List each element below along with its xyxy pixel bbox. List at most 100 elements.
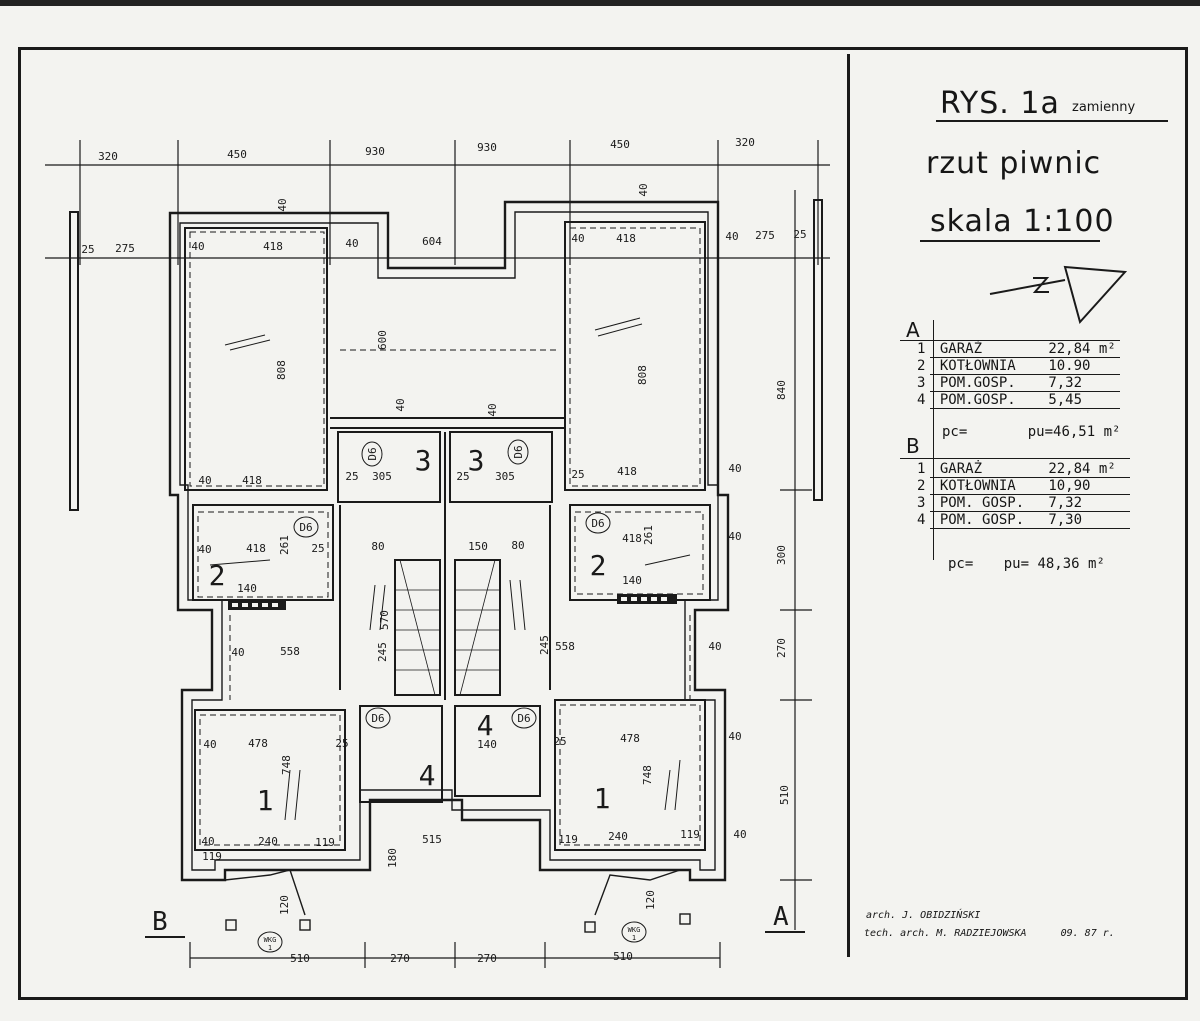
room-area: 22,84 m² bbox=[1048, 341, 1116, 357]
room-number: 1 bbox=[257, 784, 274, 817]
dim-right: 270 bbox=[775, 638, 788, 658]
dim-top: 930 bbox=[477, 141, 497, 154]
table-rule bbox=[900, 340, 1120, 341]
drawing-name: rzut piwnic bbox=[926, 146, 1102, 181]
dim: 240 bbox=[258, 835, 278, 848]
drawing-scale: skala 1:100 bbox=[930, 204, 1115, 239]
room-name: GARAŻ bbox=[939, 341, 983, 357]
dim: 40 bbox=[708, 640, 721, 653]
dim: 40 bbox=[201, 835, 214, 848]
dim: 478 bbox=[620, 732, 640, 745]
door-tag: D6 bbox=[591, 517, 604, 530]
room-number: 1 bbox=[917, 461, 926, 477]
dim: 418 bbox=[246, 542, 266, 555]
dim: 40 bbox=[728, 730, 741, 743]
pu-value: pu= 48,36 m² bbox=[1003, 556, 1105, 572]
room-area: 10,90 bbox=[1048, 478, 1091, 494]
dim: 119 bbox=[202, 850, 222, 863]
room-number: 1 bbox=[594, 782, 611, 815]
room-number: 2 bbox=[917, 478, 926, 494]
room-name: POM. GOSP. bbox=[939, 495, 1025, 511]
table-rule bbox=[930, 494, 1130, 495]
section-a-label: A bbox=[906, 318, 920, 342]
room-area: 7,32 bbox=[1048, 495, 1083, 511]
dim: 418 bbox=[616, 232, 636, 245]
author-line: arch. J. OBIDZIŃSKI bbox=[866, 910, 980, 921]
dim: 40 bbox=[728, 462, 741, 475]
dim: 25 bbox=[311, 542, 324, 555]
room-number: 2 bbox=[209, 559, 226, 592]
room-row: 3 POM.GOSP. 7,32 bbox=[917, 375, 1082, 391]
dim-bottom: 510 bbox=[613, 950, 633, 963]
dim: 305 bbox=[372, 470, 392, 483]
dim: 119 bbox=[315, 836, 335, 849]
dim: 120 bbox=[644, 890, 657, 910]
room-number: 3 bbox=[415, 444, 432, 477]
wkg-number: 1 bbox=[268, 944, 272, 952]
room-row: 2 KOTŁOWNIA 10.90 bbox=[917, 358, 1090, 374]
table-rule bbox=[930, 391, 1120, 392]
wkg-tag: WKG bbox=[628, 926, 641, 934]
dim: 140 bbox=[622, 574, 642, 587]
door-tag: D6 bbox=[366, 447, 379, 460]
dim: 600 bbox=[376, 330, 389, 350]
dim: 808 bbox=[275, 360, 288, 380]
room-name: POM.GOSP. bbox=[939, 375, 1016, 391]
room-number: 4 bbox=[917, 392, 926, 408]
dim: 245 bbox=[538, 635, 551, 655]
room-area: 5,45 bbox=[1048, 392, 1083, 408]
tech-author-line: tech. arch. M. RADZIEJOWSKA 09. 87 r. bbox=[864, 928, 1115, 939]
room-number: 3 bbox=[917, 495, 926, 511]
dim-top: 930 bbox=[365, 145, 385, 158]
dim: 40 bbox=[733, 828, 746, 841]
door-tag: D6 bbox=[512, 445, 525, 458]
dim: 570 bbox=[378, 610, 391, 630]
dim: 305 bbox=[495, 470, 515, 483]
dim-bottom: 270 bbox=[477, 952, 497, 965]
title-underline bbox=[936, 120, 1168, 122]
dim: 748 bbox=[280, 755, 293, 775]
dim-bottom: 510 bbox=[290, 952, 310, 965]
dim: 80 bbox=[371, 540, 384, 553]
section-label-b: B bbox=[152, 907, 168, 937]
dim: 240 bbox=[608, 830, 628, 843]
dim: 140 bbox=[237, 582, 257, 595]
room-area: 22,84 m² bbox=[1048, 461, 1116, 477]
room-row: 3 POM. GOSP. 7,32 bbox=[917, 495, 1082, 511]
dim: 558 bbox=[280, 645, 300, 658]
author-name: arch. J. OBIDZIŃSKI bbox=[866, 910, 981, 921]
room-number: 4 bbox=[917, 512, 926, 528]
room-row: 2 KOTŁOWNIA 10,90 bbox=[917, 478, 1090, 494]
dim: 558 bbox=[555, 640, 575, 653]
sheet-title: RYS. 1a bbox=[940, 86, 1060, 121]
dim: 40 bbox=[198, 543, 211, 556]
room-number: 3 bbox=[917, 375, 926, 391]
dim: 275 bbox=[115, 242, 135, 255]
dim-top: 320 bbox=[98, 150, 118, 163]
room-number: 3 bbox=[468, 444, 485, 477]
dim-top: 320 bbox=[735, 136, 755, 149]
dim: 120 bbox=[278, 895, 291, 915]
dim: 40 bbox=[203, 738, 216, 751]
room-number: 4 bbox=[477, 709, 494, 742]
dim: 40 bbox=[728, 530, 741, 543]
table-rule bbox=[930, 408, 1120, 409]
title-block-divider bbox=[847, 54, 850, 957]
door-tag: D6 bbox=[371, 712, 384, 725]
door-tag: D6 bbox=[299, 521, 312, 534]
room-area: 7,32 bbox=[1048, 375, 1083, 391]
dim: 25 bbox=[81, 243, 94, 256]
room-number: 1 bbox=[917, 341, 926, 357]
room-name: POM.GOSP. bbox=[939, 392, 1016, 408]
drawing-frame bbox=[18, 47, 1188, 1000]
dim: 140 bbox=[477, 738, 497, 751]
dim-right: 300 bbox=[775, 545, 788, 565]
dim: 25 bbox=[793, 228, 806, 241]
dim: 808 bbox=[636, 365, 649, 385]
wkg-tag: WKG bbox=[264, 936, 277, 944]
drawing-date: 09. 87 r. bbox=[1060, 928, 1115, 939]
table-rule bbox=[930, 374, 1120, 375]
dim: 261 bbox=[278, 535, 291, 555]
room-name: KOTŁOWNIA bbox=[939, 358, 1016, 374]
pc-label: pc= bbox=[948, 556, 974, 572]
